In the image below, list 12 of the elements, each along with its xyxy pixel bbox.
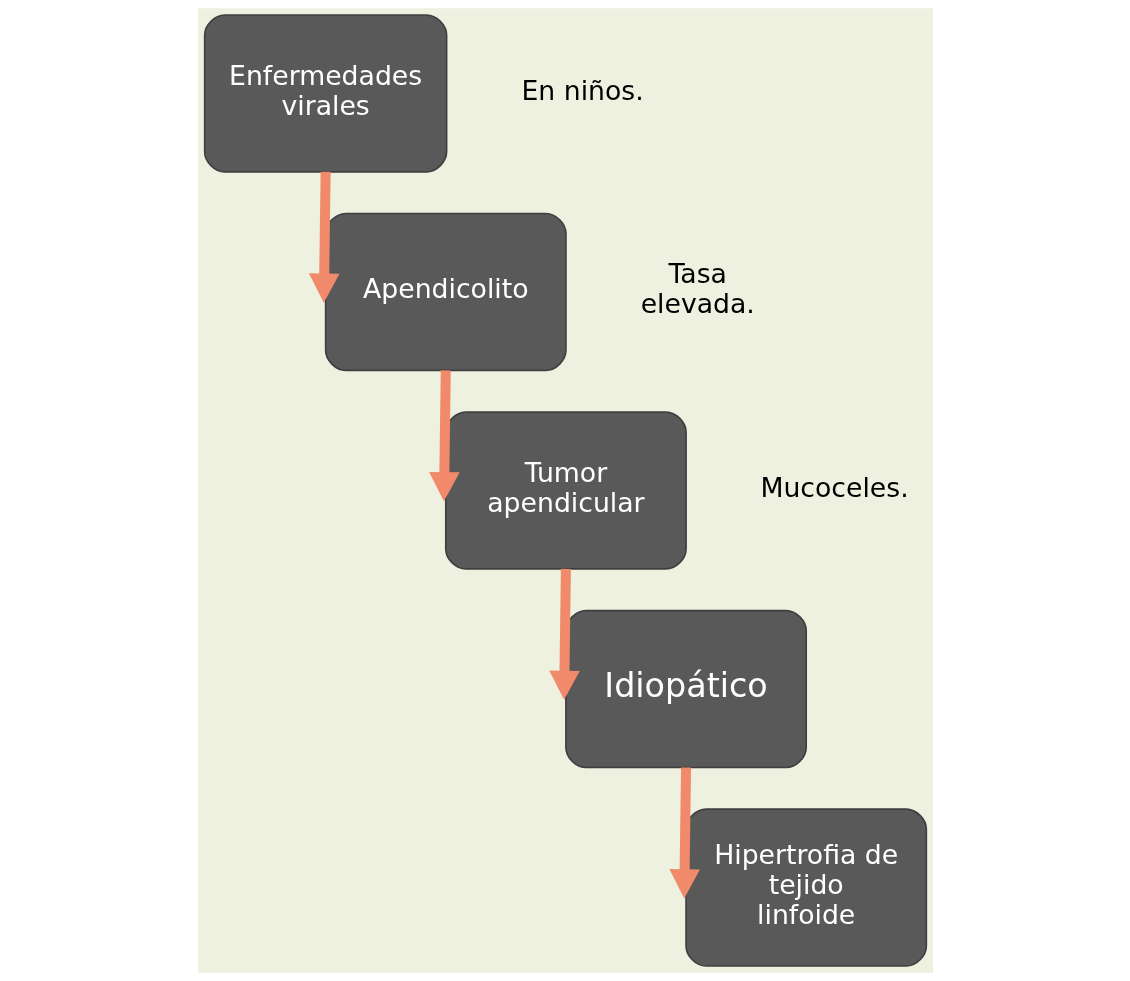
- node-box: Tumor apendicular: [444, 411, 687, 570]
- node-label: Tasa elevada.: [640, 258, 755, 320]
- node-box: Enfermedades virales: [203, 14, 447, 173]
- node-label: Mucoceles.: [759, 471, 909, 503]
- node-box: Apendicolito: [324, 212, 567, 372]
- arrow: [308, 171, 339, 303]
- node-label: En niños.: [520, 74, 644, 106]
- arrow: [668, 767, 700, 899]
- node-box: Idiopático: [564, 609, 807, 769]
- arrow: [428, 370, 460, 502]
- arrow: [548, 568, 580, 700]
- node-box: Hipertrofia de tejido linfoide: [684, 808, 927, 967]
